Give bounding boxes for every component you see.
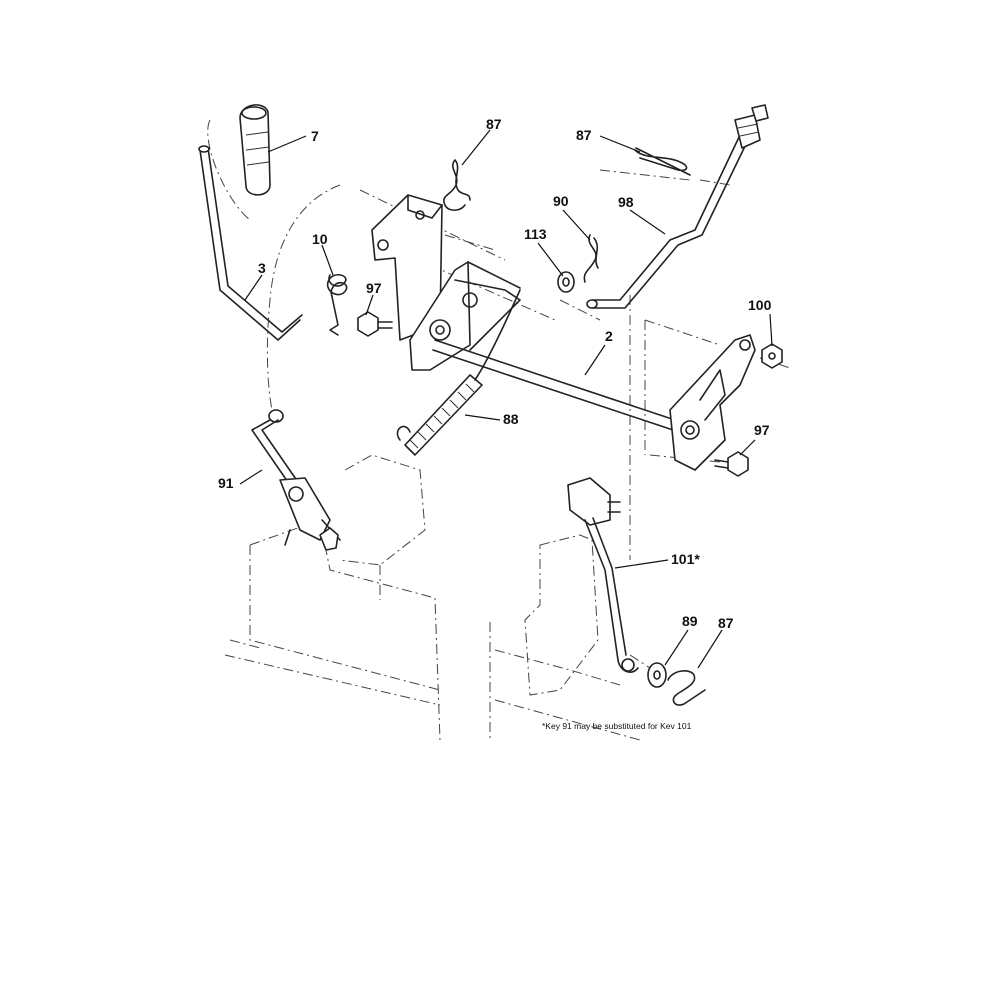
washer-89 <box>647 662 667 688</box>
callout-88: 88 <box>503 411 519 427</box>
callout-87-upper: 87 <box>486 116 502 132</box>
footnote: *Key 91 may be substituted for Kev 101 <box>542 721 692 731</box>
lift-handle-rod <box>198 145 303 341</box>
rear-link-rod <box>567 477 639 673</box>
callout-98: 98 <box>618 194 634 210</box>
right-deck-panel <box>489 295 646 741</box>
clevis-pin <box>583 234 599 283</box>
adjustment-rod <box>586 104 769 309</box>
callout-91: 91 <box>218 475 234 491</box>
callout-3: 3 <box>258 260 266 276</box>
callout-90: 90 <box>553 193 569 209</box>
mounting-bracket <box>371 194 521 371</box>
hairpin-clip-upper <box>443 159 471 212</box>
leader-lines <box>239 129 773 669</box>
callout-10: 10 <box>312 231 328 247</box>
callout-87-right: 87 <box>576 127 592 143</box>
callout-87-lower: 87 <box>718 615 734 631</box>
alignment-lines <box>207 119 791 669</box>
callout-97-left: 97 <box>366 280 382 296</box>
washer-113 <box>557 271 575 293</box>
callout-97-right: 97 <box>754 422 770 438</box>
callout-89: 89 <box>682 613 698 629</box>
callout-101: 101* <box>671 551 700 567</box>
hex-nut <box>761 343 783 369</box>
handle-grip <box>239 104 271 196</box>
callout-100: 100 <box>748 297 772 313</box>
hairpin-clip-right <box>634 147 691 176</box>
hex-bolt-left <box>357 311 393 337</box>
callout-113: 113 <box>524 226 547 242</box>
cross-shaft <box>432 339 691 436</box>
hex-bolt-right <box>714 451 749 477</box>
front-link-rod <box>251 409 341 551</box>
right-lift-arm <box>669 334 756 471</box>
callout-7: 7 <box>311 128 319 144</box>
extension-spring <box>396 289 521 456</box>
callout-2: 2 <box>605 328 613 344</box>
hairpin-clip-lower <box>667 670 706 706</box>
torsion-spring <box>326 274 348 336</box>
left-deck-panel <box>224 454 441 741</box>
